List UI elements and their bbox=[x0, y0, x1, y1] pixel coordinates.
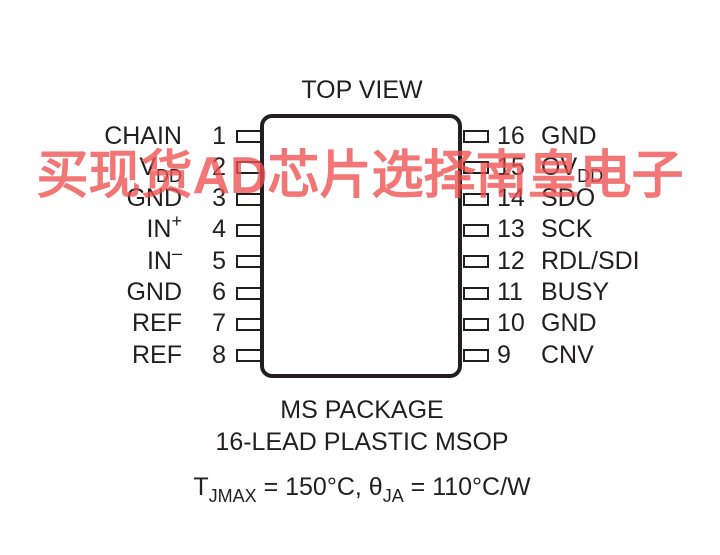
pin-pad-7 bbox=[236, 317, 262, 331]
pin-number-6: 6 bbox=[212, 278, 226, 306]
pin-pad-5 bbox=[236, 255, 262, 269]
pin-row-left: GND 3 bbox=[126, 184, 226, 214]
pin-pad-8 bbox=[236, 349, 262, 363]
tjmax-subscript: JMAX bbox=[208, 486, 257, 506]
theta-value: = 110°C/W bbox=[403, 473, 531, 501]
pin-pad-10 bbox=[463, 317, 489, 331]
tjmax-symbol: T bbox=[193, 473, 209, 501]
pin-name-6: GND bbox=[126, 278, 182, 306]
pin-row-left: VDD 2 bbox=[139, 152, 226, 186]
pin-row-right: 12 RDL/SDI bbox=[497, 246, 640, 276]
pin-name-3: GND bbox=[126, 184, 182, 213]
pin-pad-1 bbox=[236, 130, 262, 143]
pin-row-right: 11 BUSY bbox=[497, 278, 609, 308]
pin-number-9: 9 bbox=[497, 340, 511, 369]
pin-pad-6 bbox=[236, 286, 262, 300]
pin-row-left: IN– 5 bbox=[146, 242, 226, 276]
pin-row-left: REF 7 bbox=[132, 309, 226, 339]
pin-row-left: GND 6 bbox=[126, 278, 226, 308]
pin-number-10: 10 bbox=[497, 309, 525, 338]
pin-name-1: CHAIN bbox=[104, 121, 182, 150]
pin-pad-11 bbox=[463, 286, 489, 300]
pin-number-3: 3 bbox=[212, 184, 226, 213]
pin-row-right: 10 GND bbox=[497, 309, 597, 339]
pin-number-16: 16 bbox=[497, 121, 525, 150]
pin-pad-3 bbox=[236, 192, 262, 206]
diagram-title: TOP VIEW bbox=[301, 76, 423, 104]
pin-name-14: SDO bbox=[541, 184, 596, 213]
package-description: 16-LEAD PLASTIC MSOP bbox=[215, 428, 509, 456]
pin-pad-15 bbox=[463, 161, 489, 175]
pin-name-9: CNV bbox=[541, 340, 594, 369]
pin-number-5: 5 bbox=[212, 246, 226, 275]
pin-name-13: SCK bbox=[541, 215, 593, 244]
pin-row-right: 14 SDO bbox=[497, 184, 595, 214]
pin-row-left: IN+ 4 bbox=[146, 211, 226, 245]
pin-name-7: REF bbox=[132, 309, 182, 338]
pin-row-right: 13 SCK bbox=[497, 215, 592, 245]
pin-pad-14 bbox=[463, 192, 489, 206]
pin-name-15: OVDD bbox=[541, 152, 604, 186]
pin-row-right: 9 CNV bbox=[497, 340, 594, 370]
pin-name-5: IN– bbox=[146, 242, 182, 275]
pin-name-16: GND bbox=[541, 121, 597, 150]
thermal-spec: TJMAX = 150°C, θJA = 110°C/W bbox=[0, 473, 720, 506]
pin-number-14: 14 bbox=[497, 184, 525, 213]
pin-number-15: 15 bbox=[497, 152, 525, 181]
pin-number-12: 12 bbox=[497, 246, 525, 275]
pin-row-left: CHAIN 1 bbox=[104, 121, 226, 151]
pin-number-7: 7 bbox=[212, 309, 226, 338]
pin-row-right: 15 OVDD bbox=[497, 152, 604, 186]
pin-name-12: RDL/SDI bbox=[541, 246, 640, 275]
pin-number-13: 13 bbox=[497, 215, 525, 244]
pin-name-10: GND bbox=[541, 309, 597, 338]
pin-pad-2 bbox=[236, 161, 262, 175]
watermark-text: 买现货AD芯片选择南皇电子 bbox=[36, 147, 684, 205]
theta-subscript: JA bbox=[382, 486, 404, 506]
pin-name-8: REF bbox=[132, 340, 182, 369]
pin-pad-16 bbox=[463, 130, 489, 143]
pin-pad-13 bbox=[463, 223, 489, 237]
pin-number-2: 2 bbox=[212, 152, 226, 181]
pin-number-1: 1 bbox=[212, 121, 226, 150]
pin-name-4: IN+ bbox=[146, 211, 182, 244]
pin-name-2: VDD bbox=[139, 152, 182, 186]
package-name: MS PACKAGE bbox=[280, 396, 444, 424]
tjmax-value: = 150°C, θ bbox=[256, 473, 383, 501]
pin-row-right: 16 GND bbox=[497, 121, 597, 151]
pin-pad-12 bbox=[463, 255, 489, 269]
pin-row-left: REF 8 bbox=[132, 340, 226, 370]
pin-name-11: BUSY bbox=[541, 278, 610, 306]
chip-body bbox=[260, 114, 462, 378]
pin-number-8: 8 bbox=[212, 340, 226, 369]
pin-pad-4 bbox=[236, 223, 262, 237]
pin-pad-9 bbox=[463, 349, 489, 363]
pin-number-4: 4 bbox=[212, 215, 226, 244]
pin-number-11: 11 bbox=[497, 278, 523, 306]
